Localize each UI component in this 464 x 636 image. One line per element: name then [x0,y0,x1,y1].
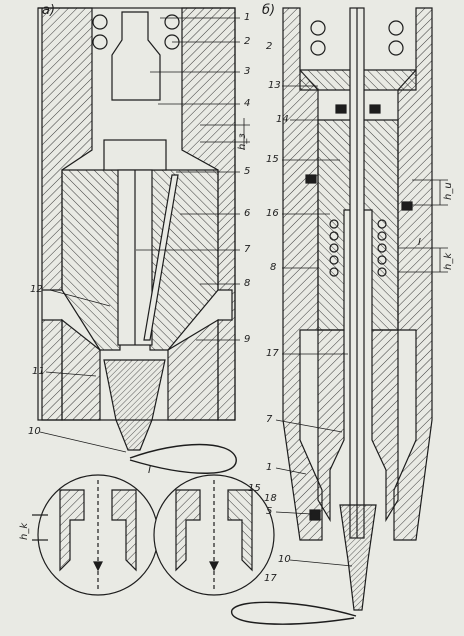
callout-b-5: 5 [266,506,273,517]
callout-a-12: 12 [30,284,43,295]
dimension-label-lift-a: h_з [237,133,248,150]
callout-b-10: 10 [278,554,291,565]
callout-a-11: 11 [32,366,45,377]
callout-b-15: 15 [266,154,279,165]
panel-label-b: б) [262,3,276,18]
callout-detail-17: 17 [264,573,277,584]
panel-a-body [37,7,236,451]
callout-b-14: 14 [276,114,289,125]
callout-a-4: 4 [244,98,251,109]
callout-a-7: 7 [244,244,251,255]
dimension-label-h-k-detail: h_k [19,522,30,540]
callout-a-10: 10 [28,426,41,437]
callout-a-5: 5 [244,166,251,177]
leader-lines [39,17,353,567]
panel-label-a: а) [42,3,56,18]
callout-a-8: 8 [244,278,251,289]
callout-detail-15: 15 [248,483,261,494]
panel-b-body [282,7,448,611]
callout-a-1: 1 [244,12,251,23]
panel-a-dimension [200,118,250,150]
callout-b-1: 1 [266,462,273,473]
detail-circle-left [32,474,159,596]
dimension-label-h-k: h_k [443,252,454,270]
callout-a-2: 2 [244,36,251,47]
callout-b-7: 7 [266,414,273,425]
callout-b-17: 17 [266,348,279,359]
spray-cone-a [129,443,237,474]
callout-b-8: 8 [270,262,277,273]
callout-b-13: 13 [268,80,281,91]
dimension-label-h-u: h_u [443,182,454,200]
callout-b-2: 2 [266,41,273,52]
callout-a-3: 3 [244,66,251,77]
callout-a-9: 9 [244,334,251,345]
callout-a-6: 6 [244,208,251,219]
callout-detail-18: 18 [264,493,277,504]
detail-mark-center: I [148,465,151,476]
spray-cone-b [231,601,357,625]
detail-mark-b: I [418,237,421,248]
detail-circle-right [153,474,275,596]
callout-b-16: 16 [266,208,279,219]
